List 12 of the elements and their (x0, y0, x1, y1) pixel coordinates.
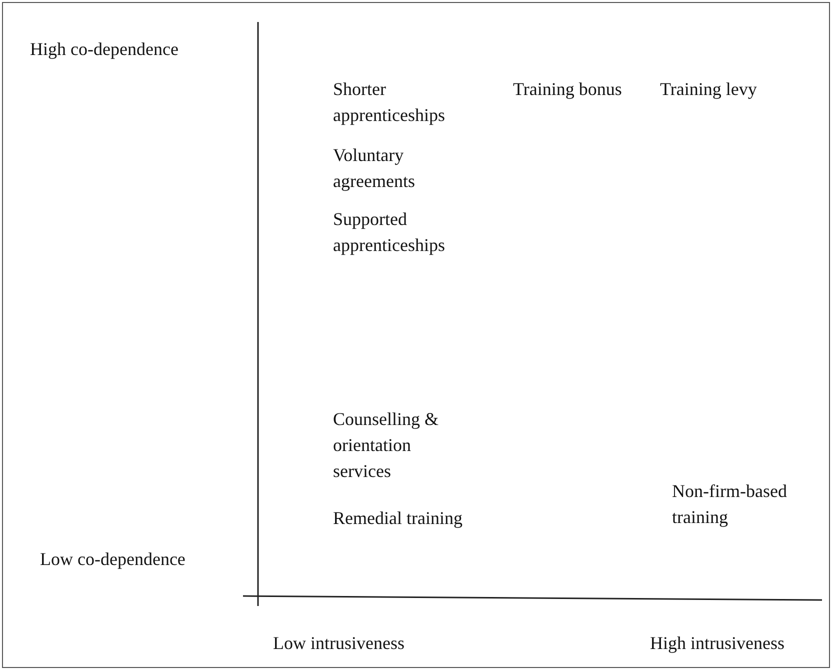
axis-label: High intrusiveness (650, 632, 784, 655)
policy-label: Shorter apprenticeships (333, 78, 446, 127)
policy-label: Remedial training (333, 507, 462, 530)
policy-label: Non-firm-based training (672, 480, 788, 529)
policy-label: Training levy (660, 78, 757, 101)
axis-label: Low co-dependence (40, 548, 186, 571)
policy-label: Supported apprenticeships (333, 208, 446, 257)
policy-label: Voluntary agreements (333, 144, 416, 193)
axis-label: Low intrusiveness (273, 632, 404, 655)
axis-label: High co-dependence (30, 38, 178, 61)
policy-label: Counselling & orientation services (333, 408, 440, 483)
policy-label: Training bonus (513, 78, 622, 101)
